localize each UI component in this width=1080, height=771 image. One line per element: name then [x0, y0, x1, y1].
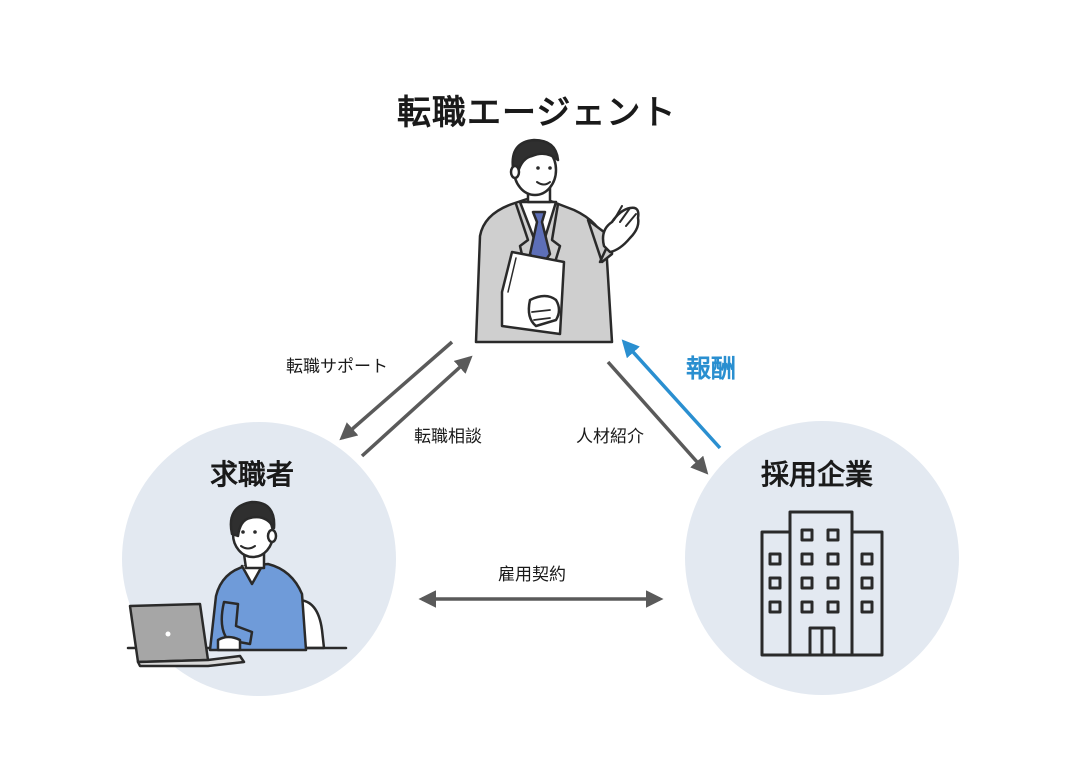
- agent-title: 転職エージェント: [397, 93, 677, 133]
- job-seeker-title: 求職者: [210, 458, 295, 491]
- introduction-label: 人材紹介: [576, 427, 644, 447]
- introduction-arrow: [606, 360, 709, 475]
- contract-label: 雇用契約: [498, 565, 566, 585]
- support-arrow: [339, 340, 454, 441]
- person-at-laptop-icon: [126, 500, 348, 668]
- businessman-icon: [474, 138, 640, 344]
- office-building-icon: [760, 510, 884, 657]
- company-title: 採用企業: [761, 458, 874, 491]
- support-label: 転職サポート: [286, 357, 388, 377]
- consultation-label: 転職相談: [414, 427, 482, 447]
- reward-label: 報酬: [686, 354, 737, 383]
- reward-arrow: [621, 339, 722, 450]
- company-circle: [685, 421, 959, 695]
- consultation-arrow: [360, 355, 473, 458]
